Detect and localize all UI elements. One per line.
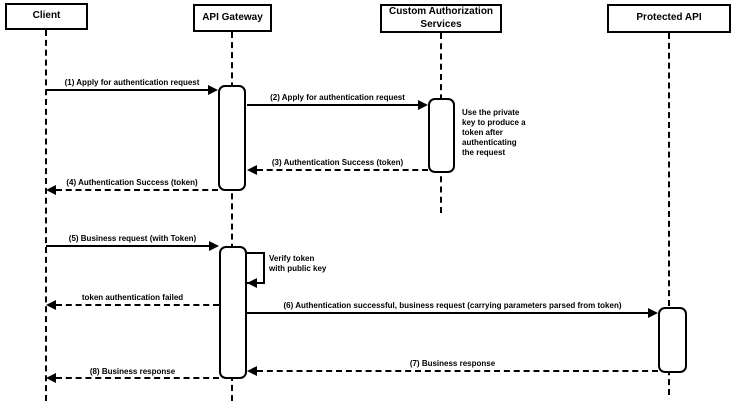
message-7-label: (7) Business response	[409, 359, 496, 368]
lifeline-client	[45, 30, 47, 401]
message-3-arrowhead-icon	[247, 165, 257, 175]
lifeline-api-gateway	[231, 32, 233, 401]
note-line: authenticating	[462, 138, 517, 147]
note-use-private-key: Use the private key to produce a token a…	[462, 108, 557, 158]
message-token-auth-failed-arrowhead-icon	[46, 300, 56, 310]
message-4-label: (4) Authentication Success (token)	[66, 178, 198, 187]
message-5-arrowhead-icon	[209, 241, 219, 251]
message-2-label: (2) Apply for authentication request	[270, 93, 405, 102]
message-8-label: (8) Business response	[89, 367, 176, 376]
message-3-label: (3) Authentication Success (token)	[271, 158, 404, 167]
activation-custom-authorization-services	[428, 98, 455, 173]
message-3-line	[257, 169, 428, 171]
message-6-arrowhead-icon	[648, 308, 658, 318]
message-token-auth-failed-line	[56, 304, 219, 306]
message-8-line	[56, 377, 219, 379]
message-token-auth-failed-label: token authentication failed	[81, 293, 184, 302]
message-5-label: (5) Business request (with Token)	[68, 234, 197, 243]
message-5-line	[46, 245, 209, 247]
message-4-arrowhead-icon	[46, 185, 56, 195]
note-line: the request	[462, 148, 506, 157]
note-line: key to produce a	[462, 118, 526, 127]
participant-protected-api-label: Protected API	[636, 12, 702, 24]
participant-api-gateway: API Gateway	[193, 4, 272, 32]
self-message-line: Verify token	[269, 254, 315, 263]
self-message-line: with public key	[269, 264, 327, 273]
message-6-label: (6) Authentication successful, business …	[283, 301, 622, 310]
activation-api-gateway-business	[219, 246, 247, 379]
activation-protected-api	[658, 307, 687, 373]
message-1-label: (1) Apply for authentication request	[64, 78, 200, 87]
self-message-verify-token-label: Verify token with public key	[269, 254, 359, 274]
message-2-arrowhead-icon	[418, 100, 428, 110]
participant-protected-api: Protected API	[607, 4, 731, 33]
message-8-arrowhead-icon	[46, 373, 56, 383]
participant-api-gateway-label: API Gateway	[202, 11, 263, 23]
message-7-arrowhead-icon	[247, 366, 257, 376]
activation-api-gateway-auth	[218, 85, 246, 191]
participant-custom-authorization-services: Custom Authorization Services	[380, 4, 502, 33]
participant-client: Client	[5, 3, 88, 30]
message-7-line	[257, 370, 658, 372]
message-4-line	[56, 189, 218, 191]
participant-client-label: Client	[32, 10, 61, 22]
message-1-line	[46, 89, 208, 91]
self-message-arrowhead-icon	[247, 278, 257, 288]
lifeline-protected-api	[668, 33, 670, 395]
note-line: token after	[462, 128, 503, 137]
message-2-line	[247, 104, 418, 106]
message-1-arrowhead-icon	[208, 85, 218, 95]
note-line: Use the private	[462, 108, 520, 117]
message-6-line	[247, 312, 648, 314]
participant-custom-authorization-services-label: Custom Authorization Services	[388, 6, 494, 30]
